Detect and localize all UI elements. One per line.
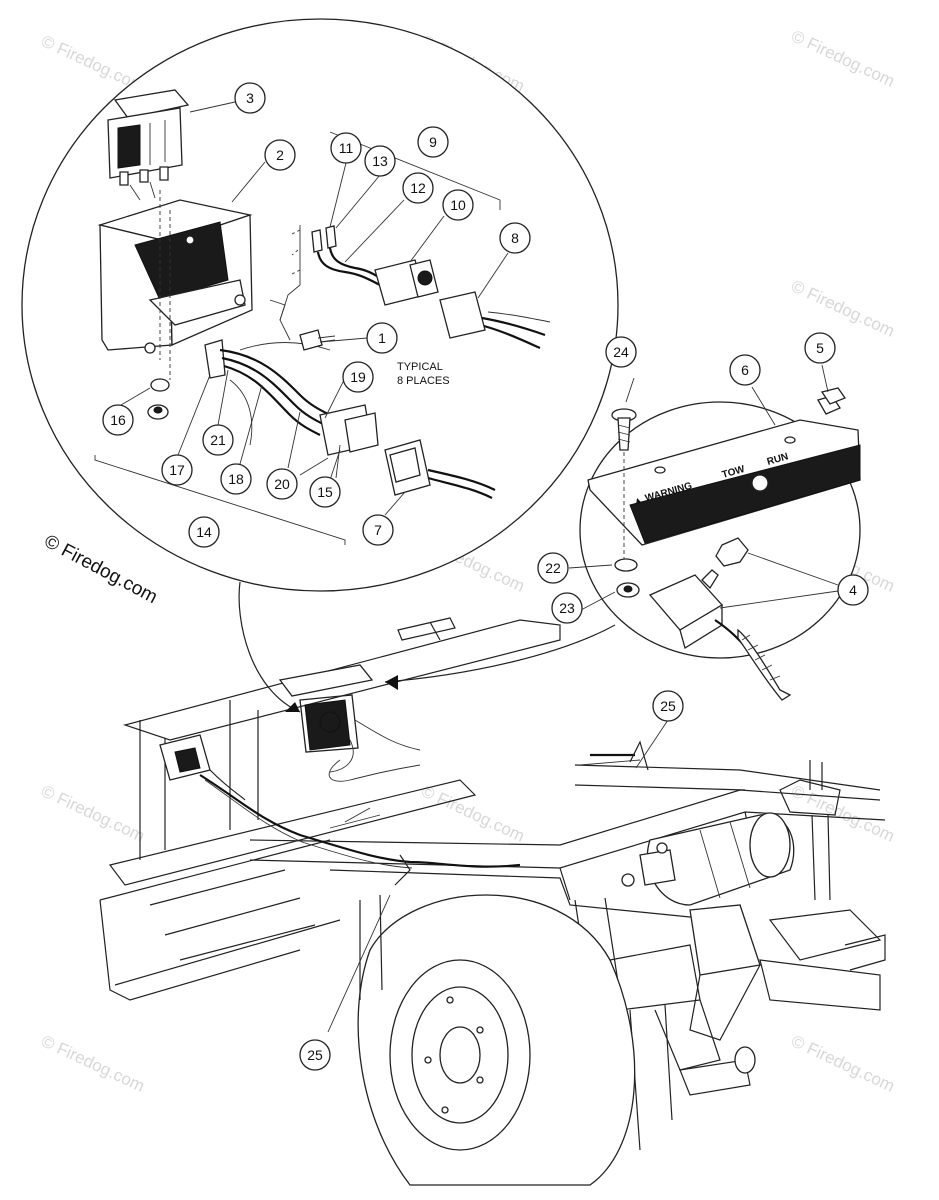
callout-label: 3 <box>246 90 254 106</box>
callout-18: 18 <box>220 463 252 495</box>
callout-label: 6 <box>741 362 749 378</box>
callout-14: 14 <box>188 516 220 548</box>
callout-1: 1 <box>366 322 398 354</box>
callout-label: 1 <box>378 330 386 346</box>
callout-3: 3 <box>234 82 266 114</box>
callout-label: 10 <box>450 197 466 213</box>
callout-label: 25 <box>307 1047 323 1063</box>
callout-8: 8 <box>499 222 531 254</box>
callout-21: 21 <box>202 424 234 456</box>
callout-leaders <box>120 101 839 1033</box>
callout-17: 17 <box>161 454 193 486</box>
callouts: 1 2 3 4 5 6 7 8 9 10 11 12 13 14 15 16 1… <box>102 82 869 1071</box>
callout-24: 24 <box>605 336 637 368</box>
callout-label: 5 <box>816 340 824 356</box>
callout-label: 17 <box>169 462 185 478</box>
callout-label: 25 <box>660 698 676 714</box>
callout-16: 16 <box>102 404 134 436</box>
callout-label: 12 <box>410 180 426 196</box>
callout-5: 5 <box>804 332 836 364</box>
callout-9: 9 <box>417 126 449 158</box>
copyright-notice: © Firedog.com <box>41 531 161 608</box>
callout-label: 20 <box>274 476 290 492</box>
callout-22: 22 <box>537 552 569 584</box>
callout-label: 16 <box>110 412 126 428</box>
callout-23: 23 <box>551 592 583 624</box>
callout-label: 7 <box>374 522 382 538</box>
leader-arrows <box>238 581 616 713</box>
typical-note-line2: 8 PLACES <box>397 375 450 387</box>
typical-note-line1: TYPICAL <box>397 361 443 373</box>
callout-6: 6 <box>729 354 761 386</box>
callout-11: 11 <box>330 132 362 164</box>
tow-run-detail-view: ▲ WARNING TOW RUN <box>579 387 861 701</box>
watermark: © Firedog.com <box>38 781 147 845</box>
callout-4: 4 <box>837 574 869 606</box>
watermark: © Firedog.com <box>418 781 527 845</box>
callout-label: 22 <box>545 560 561 576</box>
callout-19: 19 <box>342 361 374 393</box>
callout-label: 19 <box>350 369 366 385</box>
callout-20: 20 <box>266 468 298 500</box>
callout-25-bottom: 25 <box>299 1039 331 1071</box>
callout-25-top: 25 <box>652 690 684 722</box>
watermark: © Firedog.com <box>788 26 897 90</box>
callout-10: 10 <box>442 189 474 221</box>
callout-label: 23 <box>559 600 575 616</box>
mounted-switch-assembly <box>278 664 421 782</box>
callout-label: 18 <box>228 471 244 487</box>
watermark: © Firedog.com <box>788 276 897 340</box>
callout-label: 13 <box>372 153 388 169</box>
main-detail-view: TYPICAL 8 PLACES <box>21 18 619 592</box>
watermark: © Firedog.com <box>788 781 897 845</box>
callout-label: 11 <box>339 140 354 156</box>
callout-label: 21 <box>210 432 226 448</box>
callout-label: 4 <box>849 582 857 598</box>
callout-label: 24 <box>613 344 629 360</box>
watermark: © Firedog.com <box>38 1031 147 1095</box>
callout-12: 12 <box>402 172 434 204</box>
callout-label: 9 <box>429 134 437 150</box>
callout-label: 14 <box>196 524 212 540</box>
callout-label: 2 <box>276 147 284 163</box>
callout-2: 2 <box>264 139 296 171</box>
watermark: © Firedog.com <box>788 1031 897 1095</box>
callout-7: 7 <box>362 514 394 546</box>
cart-frame-illustration <box>99 617 886 1186</box>
callout-15: 15 <box>309 476 341 508</box>
callout-label: 15 <box>317 484 333 500</box>
callout-label: 8 <box>511 230 519 246</box>
callout-13: 13 <box>364 145 396 177</box>
